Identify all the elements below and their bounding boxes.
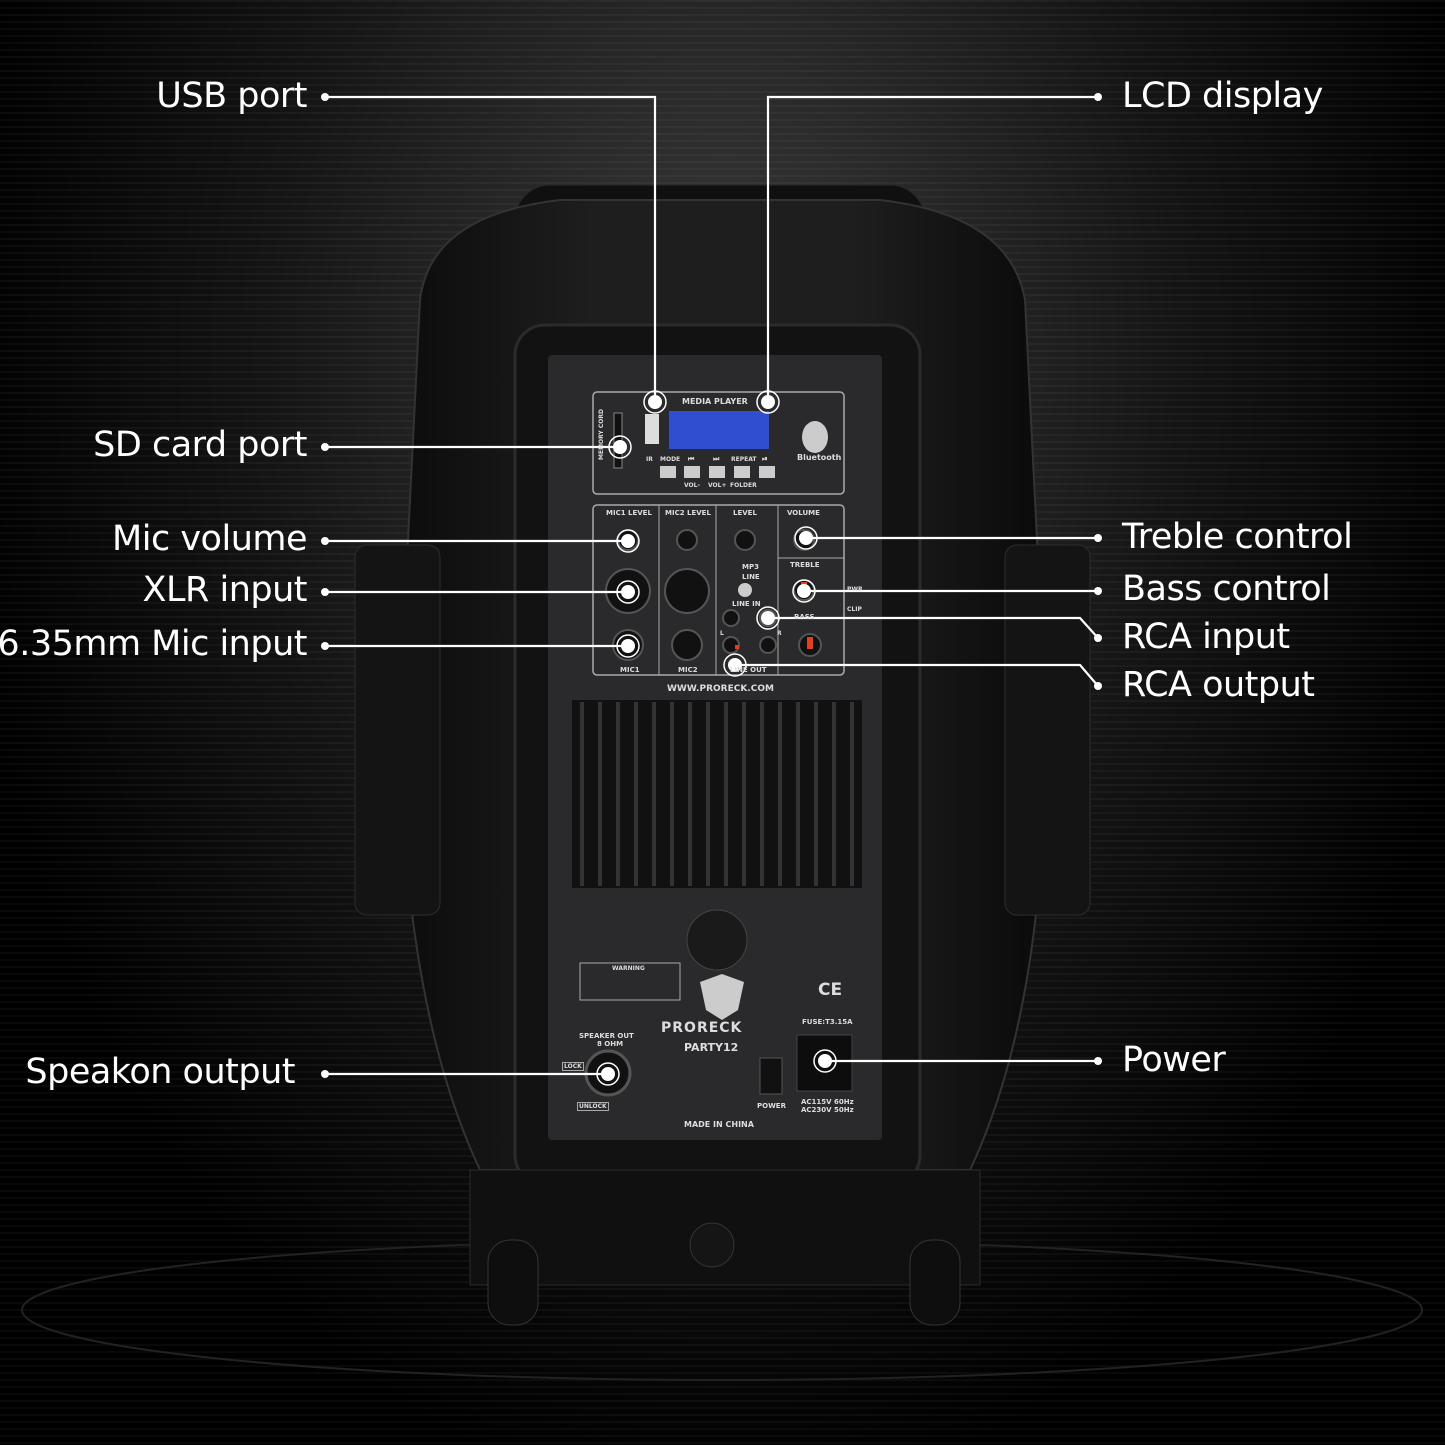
made-in-label: MADE IN CHINA <box>684 1120 754 1129</box>
treble-label: TREBLE <box>790 561 820 569</box>
ac-rating-2: AC230V 50Hz <box>801 1106 854 1114</box>
power-switch <box>759 1057 783 1095</box>
vol-minus-label: VOL- <box>684 482 700 489</box>
fuse-label: FUSE:T3.15A <box>802 1018 853 1026</box>
callout-bass-control: Bass control <box>1122 569 1331 609</box>
warning-title: WARNING <box>612 965 645 972</box>
mp3-label: MP3 <box>742 563 759 571</box>
speaker-out-label: SPEAKER OUT <box>579 1032 634 1040</box>
lock-label: LOCK <box>562 1062 584 1071</box>
ir-label: IR <box>646 456 653 463</box>
ohm-label: 8 OHM <box>597 1040 624 1048</box>
usb-slot <box>645 414 659 444</box>
line-out-label: LINE OUT <box>730 666 767 674</box>
website-label: WWW.PRORECK.COM <box>667 684 774 694</box>
warning-label <box>579 962 681 1001</box>
callout-usb-port: USB port <box>156 76 307 116</box>
media-player-box <box>592 391 845 495</box>
memory-card-label: MEMORY CORD <box>598 409 605 460</box>
ac-rating-1: AC115V 60Hz <box>801 1098 854 1106</box>
right-channel-label: R <box>777 630 782 637</box>
callout-lines <box>325 95 1099 1076</box>
line-label: LINE <box>742 573 760 581</box>
unlock-label: UNLOCK <box>577 1102 609 1111</box>
level-label: LEVEL <box>733 509 757 517</box>
callout-sd-card-port: SD card port <box>93 425 307 465</box>
media-player-title: MEDIA PLAYER <box>682 397 748 406</box>
callout-mic-input-635: 6.35mm Mic input <box>0 624 307 664</box>
ce-mark: CE <box>818 980 843 1000</box>
brand-name: PRORECK <box>661 1020 743 1036</box>
callout-xlr-input: XLR input <box>142 570 308 610</box>
callout-lcd-display: LCD display <box>1122 76 1323 116</box>
mode-button-label: MODE <box>660 456 681 463</box>
model-name: PARTY12 <box>684 1041 739 1054</box>
mic1-level-label: MIC1 LEVEL <box>606 509 652 517</box>
clip-led-label: CLIP <box>847 606 862 613</box>
callout-dots <box>321 93 1102 1078</box>
mic1-label: MIC1 <box>620 666 640 674</box>
target-rings <box>601 395 832 1081</box>
mic2-level-label: MIC2 LEVEL <box>665 509 711 517</box>
bluetooth-icon <box>802 421 828 453</box>
play-pause-button-label: ⏯ <box>762 455 768 463</box>
next-button-label: ⏭ <box>713 455 720 463</box>
prev-button-label: ⏮ <box>688 455 695 463</box>
wheel-right <box>909 1239 961 1326</box>
line-in-label: LINE IN <box>732 600 761 608</box>
left-channel-label: L <box>720 630 724 637</box>
side-handle-right <box>1004 544 1091 916</box>
vol-plus-label: VOL+ <box>708 482 727 489</box>
callout-speakon-output: Speakon output <box>25 1052 295 1092</box>
bluetooth-label: Bluetooth <box>797 453 842 462</box>
folder-label: FOLDER <box>730 482 757 489</box>
proreck-logo <box>700 974 744 1020</box>
bass-label: BASS <box>794 613 815 621</box>
callout-mic-volume: Mic volume <box>112 519 307 559</box>
power-switch-label: POWER <box>757 1102 786 1110</box>
volume-label: VOLUME <box>787 509 820 517</box>
callout-power: Power <box>1122 1040 1226 1080</box>
repeat-button-label: REPEAT <box>731 456 757 463</box>
callout-treble-control: Treble control <box>1122 517 1353 557</box>
callout-rca-output: RCA output <box>1122 665 1315 705</box>
pwr-led-label: PWR <box>847 586 863 593</box>
pole-mount <box>686 909 748 971</box>
wheel-left <box>487 1239 539 1326</box>
lcd-screen <box>669 411 769 449</box>
mic2-label: MIC2 <box>678 666 698 674</box>
side-handle-left <box>354 544 441 916</box>
callout-rca-input: RCA input <box>1122 617 1290 657</box>
